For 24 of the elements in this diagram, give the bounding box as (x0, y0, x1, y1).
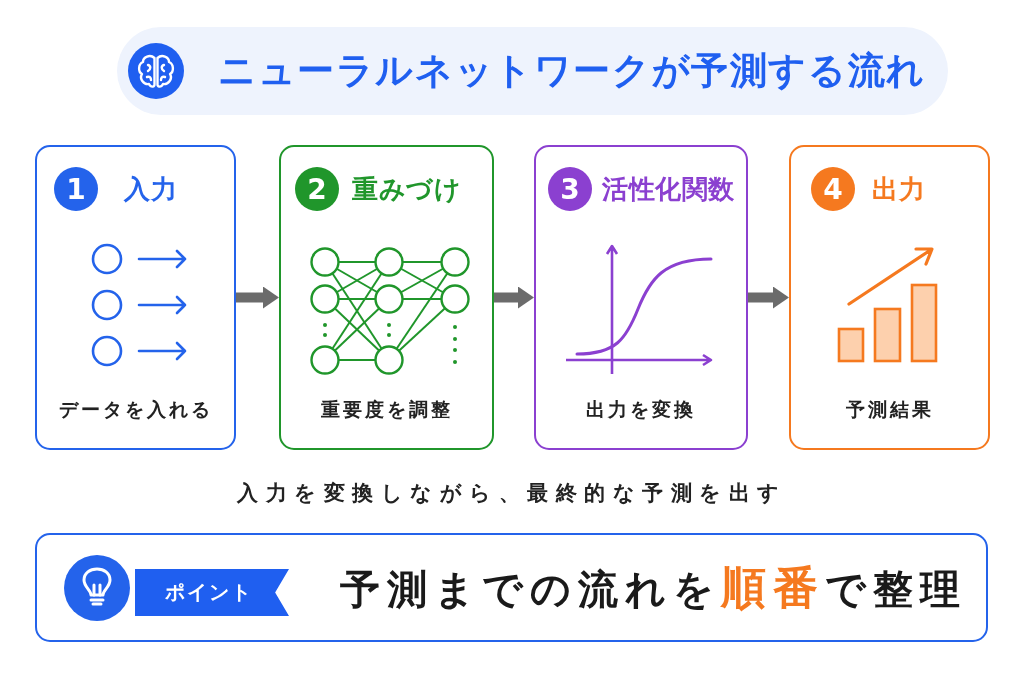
step-description: 重要度を調整 (320, 398, 453, 420)
arrow (748, 286, 789, 309)
step-card (35, 145, 236, 450)
step-number: 3 (548, 167, 592, 211)
step-number: 1 (54, 167, 98, 211)
step-description: データを入れる (58, 398, 213, 420)
point-ribbon: ポイント (135, 569, 289, 616)
step-card (534, 145, 748, 450)
step-title: 入力 (124, 172, 177, 206)
step-title: 重みづけ (352, 172, 461, 206)
point-message: 予測までの流れを順番で整理 (340, 559, 967, 616)
step-description: 予測結果 (845, 398, 934, 420)
step-title: 出力 (872, 172, 925, 206)
step-number: 2 (295, 167, 339, 211)
step-title: 活性化関数 (602, 172, 735, 206)
arrow (236, 286, 279, 309)
title-text: ニューラルネットワークが予測する流れ (218, 48, 926, 94)
step-card (789, 145, 990, 450)
step-number: 4 (811, 167, 855, 211)
step-card (279, 145, 494, 450)
summary-text: 入力を変換しながら、最終的な予測を出す (237, 481, 787, 505)
arrow (494, 286, 534, 309)
point-panel (35, 533, 988, 642)
step-description: 出力を変換 (586, 398, 696, 420)
